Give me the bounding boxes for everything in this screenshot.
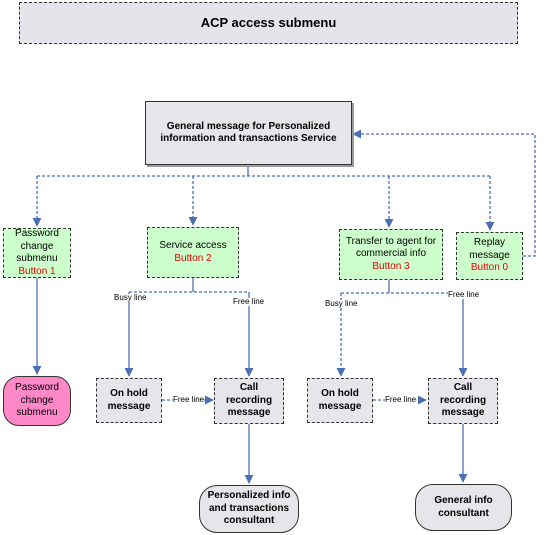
transfer-node-button: Button 3 bbox=[372, 260, 410, 272]
general-consultant-node: General info consultant bbox=[415, 484, 512, 531]
password-change-submenu-node: Password change submenu bbox=[3, 376, 71, 426]
recording-left-line2: recording bbox=[225, 394, 273, 406]
password-node-line1: Password bbox=[15, 228, 59, 239]
password-node-line3: submenu bbox=[16, 253, 58, 264]
busy-line-left-label: Busy line bbox=[114, 293, 147, 302]
replay-node-button: Button 0 bbox=[470, 262, 509, 274]
recording-left-line3: message bbox=[227, 407, 271, 419]
call-recording-message-left-node: Call recording message bbox=[214, 378, 284, 424]
pink-submenu-line1: Password bbox=[15, 382, 59, 394]
service-node-line1: Service access bbox=[159, 240, 227, 251]
on-hold-message-right-node: On hold message bbox=[307, 378, 373, 423]
service-node-button: Button 2 bbox=[174, 252, 212, 264]
header-title-box: ACP access submenu bbox=[19, 2, 518, 44]
pink-submenu-line3: submenu bbox=[16, 407, 58, 419]
service-access-node: Service access Button 2 bbox=[147, 227, 239, 278]
general-consultant-line1: General info bbox=[434, 495, 493, 506]
personalized-consultant-node: Personalized info and transactions consu… bbox=[199, 485, 299, 533]
password-node-line2: change bbox=[20, 240, 54, 252]
free-line-right-label: Free line bbox=[448, 290, 480, 299]
on-hold-message-left-node: On hold message bbox=[96, 378, 162, 423]
recording-left-line1: Call bbox=[239, 382, 259, 394]
personalized-consultant-line3: consultant bbox=[223, 515, 275, 527]
hold-left-line1: On hold bbox=[110, 388, 148, 399]
free-line-mid-right-label: Free line bbox=[385, 395, 417, 404]
pink-submenu-line2: change bbox=[20, 394, 54, 406]
transfer-node-line1: Transfer to agent for bbox=[345, 235, 437, 247]
replay-message-node: Replay message Button 0 bbox=[456, 232, 523, 280]
transfer-agent-node: Transfer to agent for commercial info Bu… bbox=[339, 229, 443, 280]
personalized-consultant-line1: Personalized info bbox=[207, 490, 291, 502]
free-line-mid-left-label: Free line bbox=[173, 395, 205, 404]
hold-left-line2: message bbox=[107, 400, 151, 412]
password-change-node: Password change submenu Button 1 bbox=[3, 228, 71, 278]
personalized-consultant-line2: and transactions bbox=[208, 502, 290, 514]
transfer-node-line2: commercial info bbox=[355, 248, 427, 260]
main-general-message-node: General message for Personalized informa… bbox=[145, 101, 352, 165]
free-line-left-label: Free line bbox=[233, 297, 265, 306]
general-consultant-line2: consultant bbox=[438, 507, 489, 519]
hold-right-line2: message bbox=[318, 400, 362, 412]
main-node-line1: General message for Personalized bbox=[166, 120, 331, 132]
password-node-button: Button 1 bbox=[18, 265, 56, 277]
recording-right-line2: recording bbox=[439, 394, 487, 406]
call-recording-message-right-node: Call recording message bbox=[428, 378, 498, 424]
edge-replay-loop bbox=[352, 129, 536, 257]
recording-right-line1: Call bbox=[453, 382, 473, 394]
replay-node-line2: message bbox=[469, 249, 510, 261]
replay-node-line1: Replay bbox=[473, 237, 506, 249]
header-title: ACP access submenu bbox=[200, 14, 337, 30]
main-node-line2: information and transactions Service bbox=[160, 133, 337, 144]
hold-right-line1: On hold bbox=[321, 388, 359, 399]
busy-line-right-label: Busy line bbox=[325, 299, 358, 308]
recording-right-line3: message bbox=[441, 407, 485, 419]
